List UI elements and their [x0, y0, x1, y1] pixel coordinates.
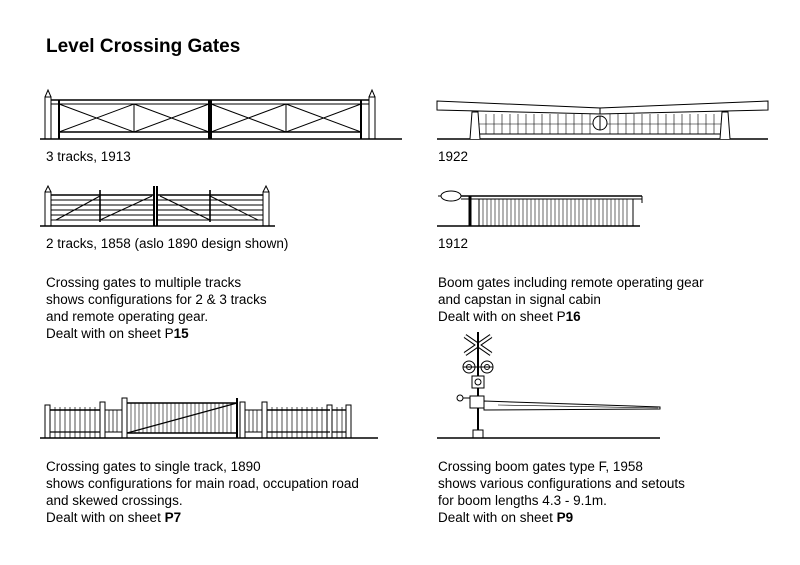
gate-2-tracks-drawing [40, 184, 275, 227]
sheet-number: P7 [164, 510, 182, 525]
page-title: Level Crossing Gates [46, 36, 241, 57]
description-line: and skewed crossings. [46, 493, 183, 508]
sheet-number: 16 [565, 309, 581, 324]
caption-1922: 1922 [438, 149, 469, 164]
description-boom-type-f: Crossing boom gates type F, 1958 shows v… [438, 458, 685, 526]
caption-2-tracks: 2 tracks, 1858 (aslo 1890 design shown) [46, 236, 289, 251]
caption-3-tracks: 3 tracks, 1913 [46, 149, 131, 164]
sheet-number: 15 [173, 326, 189, 341]
description-multiple-tracks: Crossing gates to multiple tracks shows … [46, 274, 267, 342]
gate-single-track-drawing [40, 397, 378, 439]
description-line: and remote operating gear. [46, 309, 209, 324]
sheet-number: P9 [556, 510, 574, 525]
description-line: Crossing boom gates type F, 1958 [438, 459, 643, 474]
sheet-reference: Dealt with on sheet P16 [438, 308, 704, 325]
description-single-track: Crossing gates to single track, 1890 sho… [46, 458, 359, 526]
description-line: Boom gates including remote operating ge… [438, 275, 704, 290]
boom-1912-drawing [437, 190, 643, 227]
description-line: shows various configurations and setouts [438, 476, 685, 491]
sheet-prefix: Dealt with on sheet P [438, 309, 566, 324]
description-line: shows configurations for 2 & 3 tracks [46, 292, 267, 307]
sheet-reference: Dealt with on sheet P15 [46, 325, 267, 342]
caption-1912: 1912 [438, 236, 469, 251]
sheet-prefix: Dealt with on sheet [46, 510, 165, 525]
gate-3-tracks-drawing [40, 88, 402, 140]
description-line: for boom lengths 4.3 - 9.1m. [438, 493, 607, 508]
sheet-reference: Dealt with on sheet P7 [46, 509, 359, 526]
description-boom-gates: Boom gates including remote operating ge… [438, 274, 704, 325]
description-line: and capstan in signal cabin [438, 292, 601, 307]
sheet-prefix: Dealt with on sheet [438, 510, 557, 525]
description-line: shows configurations for main road, occu… [46, 476, 359, 491]
sheet-reference: Dealt with on sheet P9 [438, 509, 685, 526]
description-line: Crossing gates to single track, 1890 [46, 459, 261, 474]
description-line: Crossing gates to multiple tracks [46, 275, 242, 290]
boom-type-f-drawing [437, 332, 661, 439]
boom-1922-drawing [436, 100, 769, 140]
sheet-prefix: Dealt with on sheet P [46, 326, 174, 341]
